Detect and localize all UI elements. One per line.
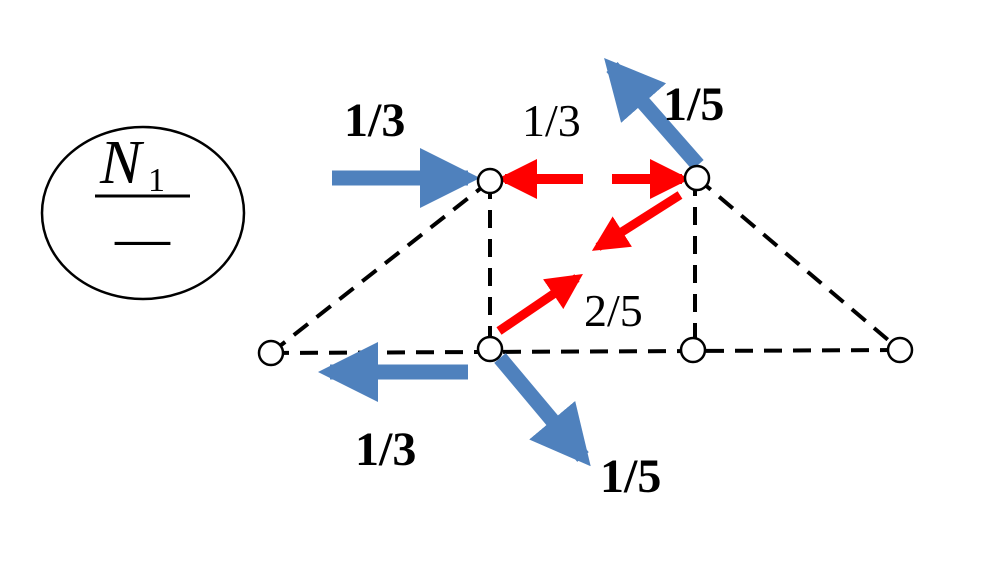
label-diagonal-force: 2/5 — [584, 285, 643, 336]
node-top-right — [683, 164, 711, 192]
diagonal-arrow-down — [591, 191, 683, 251]
diagonal-arrow-up — [496, 273, 583, 335]
force-labels: 1/3 1/3 1/5 2/5 1/3 1/5 — [344, 78, 724, 503]
label-top-left-load: 1/3 — [344, 94, 405, 147]
node-bottom-mid-right — [679, 336, 707, 364]
legend-symbol: N 1 — — [40, 125, 246, 301]
legend-denominator: — — [114, 204, 171, 272]
label-bottom-left-load: 1/3 — [355, 423, 416, 476]
legend-symbol-subscript: 1 — [148, 162, 165, 199]
truss-nodes — [257, 164, 914, 367]
node-bottom-mid-left — [476, 335, 504, 363]
load-arrow-bottom-right — [494, 353, 591, 467]
label-top-member-force: 1/3 — [522, 95, 581, 146]
member-right-diagonal — [695, 176, 902, 352]
load-arrow-top-right — [604, 57, 704, 170]
node-top-left — [476, 167, 504, 195]
label-top-right-load: 1/5 — [663, 78, 724, 131]
member-bottom-chord — [270, 348, 901, 355]
external-load-arrows — [318, 57, 704, 467]
legend-ellipse — [40, 125, 246, 301]
node-bottom-left — [257, 339, 285, 367]
internal-force-arrows — [496, 159, 690, 335]
legend-symbol-n: N — [99, 129, 145, 197]
label-bottom-right-load: 1/5 — [600, 450, 661, 503]
node-bottom-right — [886, 336, 914, 364]
member-left-diagonal — [269, 179, 492, 355]
